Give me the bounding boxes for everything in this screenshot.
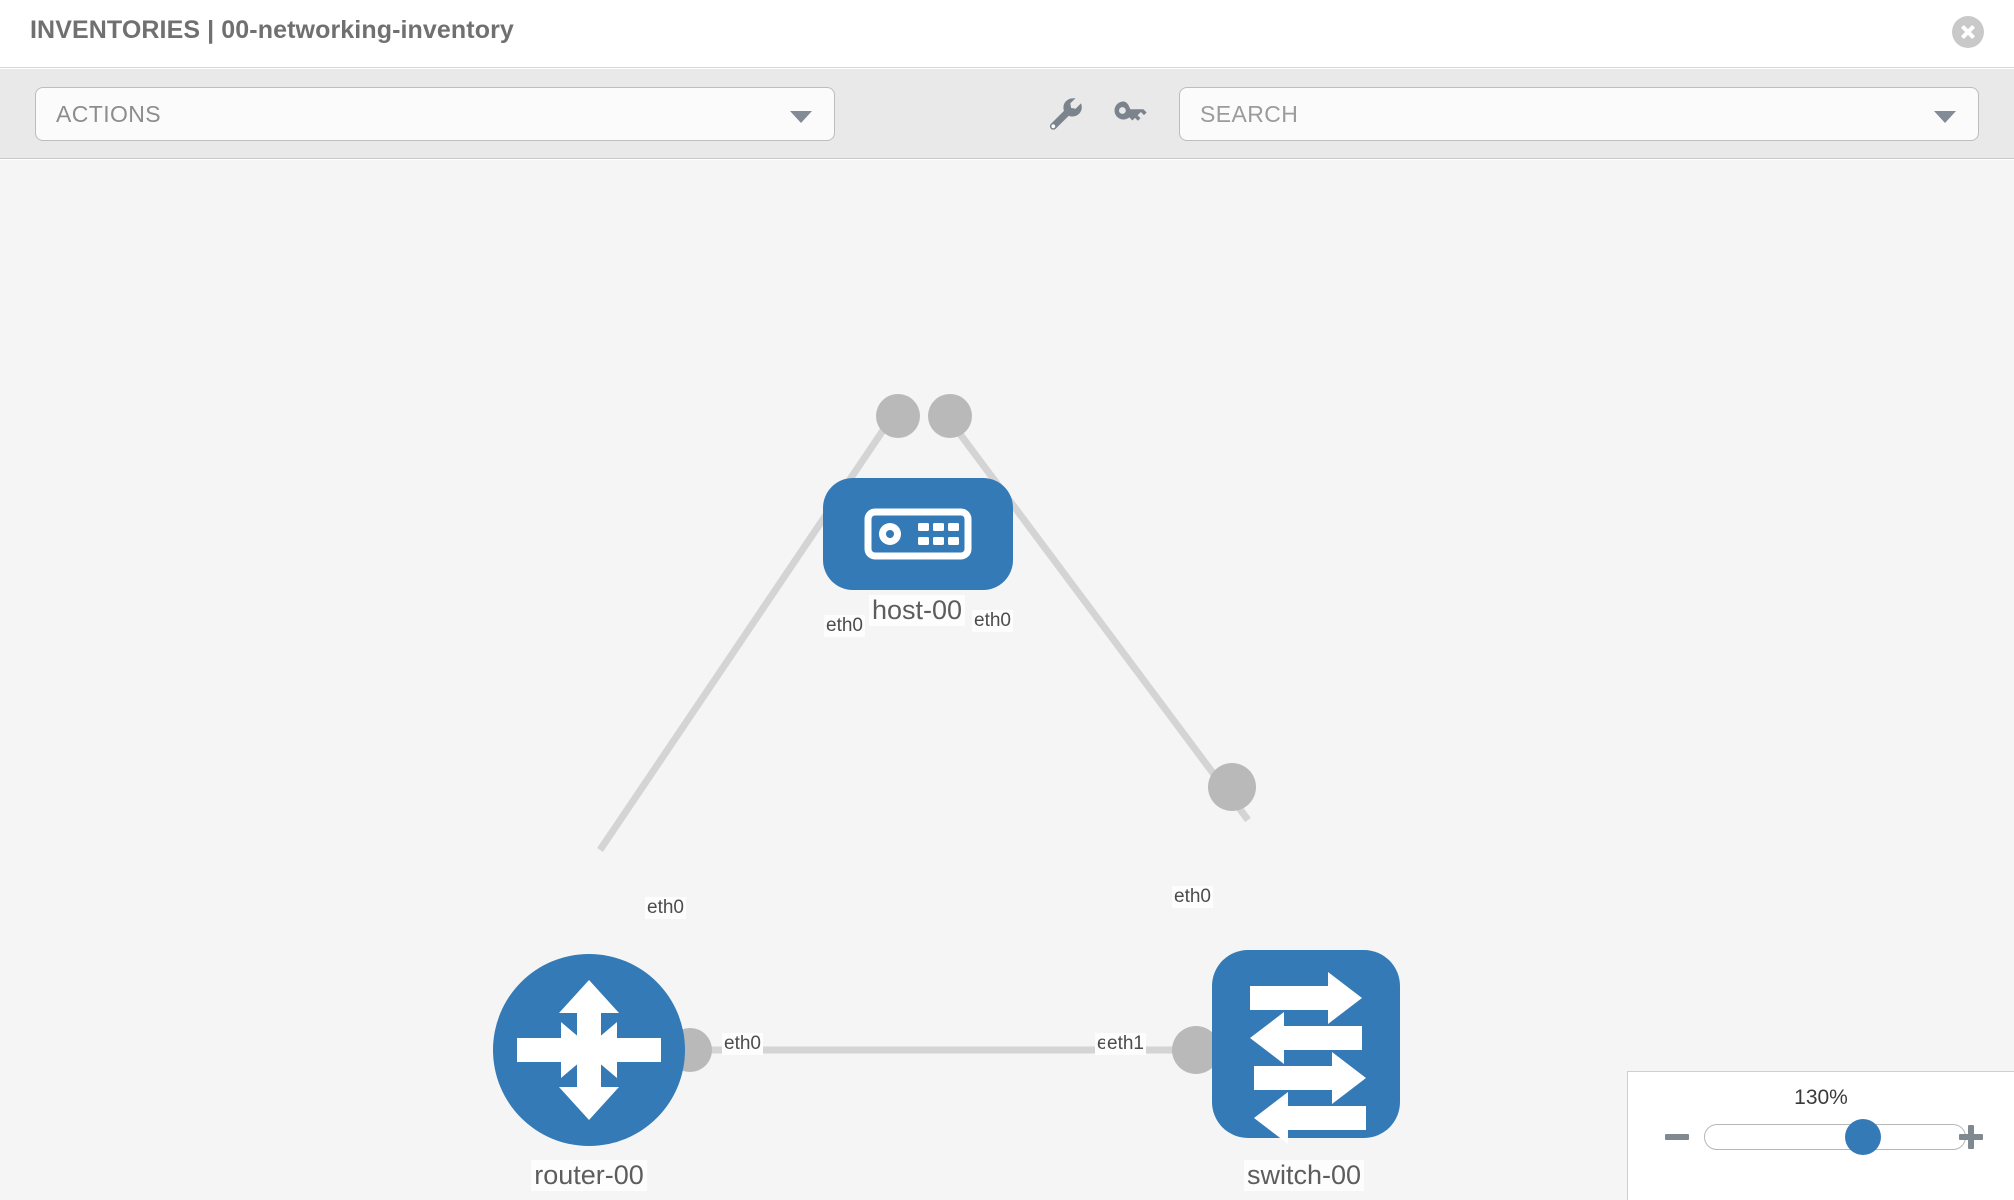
iface-label-host00-right: eth0 bbox=[972, 610, 1013, 632]
close-icon[interactable] bbox=[1952, 16, 1984, 48]
connector-switch00-left bbox=[1172, 1026, 1220, 1074]
zoom-out-button[interactable] bbox=[1662, 1122, 1692, 1152]
iface-label-switch00-uplink: eth0 bbox=[1172, 886, 1213, 908]
iface-label-router00-eth0: eth0 bbox=[722, 1033, 763, 1055]
search-placeholder: SEARCH bbox=[1200, 101, 1299, 127]
page-title: INVENTORIES | 00-networking-inventory bbox=[30, 16, 514, 44]
node-label-host-00: host-00 bbox=[868, 595, 966, 626]
node-router-00 bbox=[493, 954, 685, 1146]
zoom-slider-thumb[interactable] bbox=[1845, 1119, 1881, 1155]
chevron-down-icon bbox=[1934, 111, 1956, 123]
node-switch-00 bbox=[1212, 950, 1400, 1144]
zoom-control-panel: 130% bbox=[1627, 1071, 2014, 1200]
node-host-00 bbox=[823, 478, 1013, 590]
node-label-switch-00: switch-00 bbox=[1243, 1160, 1365, 1191]
actions-dropdown[interactable]: ACTIONS bbox=[35, 87, 835, 141]
wrench-icon[interactable] bbox=[1041, 91, 1087, 137]
actions-dropdown-label: ACTIONS bbox=[56, 101, 162, 127]
chevron-down-icon bbox=[790, 111, 812, 123]
zoom-level-value: 130% bbox=[1794, 1086, 1848, 1109]
iface-label-switch00-eth1: eth1 bbox=[1105, 1033, 1146, 1055]
connector-host00-right bbox=[928, 394, 972, 438]
node-label-router-00: router-00 bbox=[531, 1160, 647, 1191]
iface-label-host00-left: eth0 bbox=[824, 615, 865, 637]
zoom-in-button[interactable] bbox=[1956, 1122, 1986, 1152]
topology-connectors bbox=[668, 394, 1256, 1074]
key-icon[interactable] bbox=[1107, 91, 1153, 137]
toolbar: ACTIONS SEARCH bbox=[0, 69, 2014, 159]
search-input[interactable]: SEARCH bbox=[1179, 87, 1979, 141]
topology-graph bbox=[493, 394, 1400, 1146]
iface-label-router00-uplink: eth0 bbox=[645, 897, 686, 919]
zoom-slider-track[interactable] bbox=[1704, 1119, 1966, 1155]
connector-switch00-topleft bbox=[1208, 763, 1256, 811]
connector-host00-left bbox=[876, 394, 920, 438]
topology-canvas[interactable]: host-00 router-00 switch-00 eth0 eth0 et… bbox=[0, 160, 2014, 1200]
page-header: INVENTORIES | 00-networking-inventory bbox=[0, 0, 2014, 68]
